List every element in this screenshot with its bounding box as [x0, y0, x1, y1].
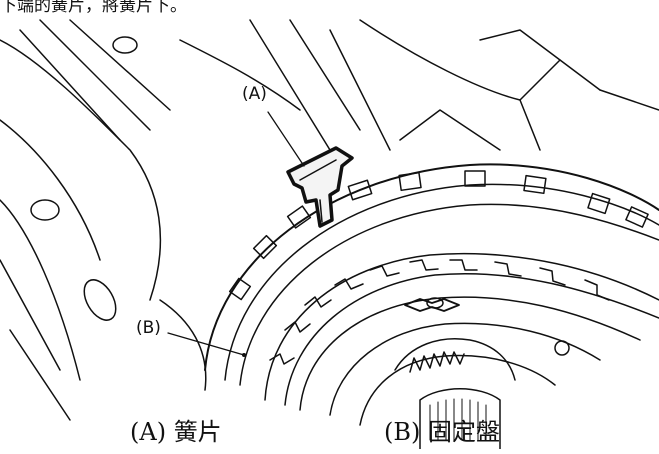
valve-body — [179, 19, 659, 151]
caption-a: (A) 簧片 — [130, 418, 222, 446]
header-cut-text: 下端的簧片，將簧片下。 — [0, 0, 187, 16]
clutch-plate — [264, 252, 659, 426]
callout-b: (B) — [136, 318, 161, 338]
hub-assembly — [394, 297, 570, 450]
leader-line-a — [267, 111, 305, 167]
caption-b: (B) 固定盤 — [384, 418, 500, 446]
callout-a: (A) — [242, 84, 267, 104]
housing-plate — [0, 19, 207, 421]
spring-clip — [286, 146, 354, 228]
leader-line-b — [167, 332, 245, 356]
retaining-ring — [204, 163, 659, 386]
